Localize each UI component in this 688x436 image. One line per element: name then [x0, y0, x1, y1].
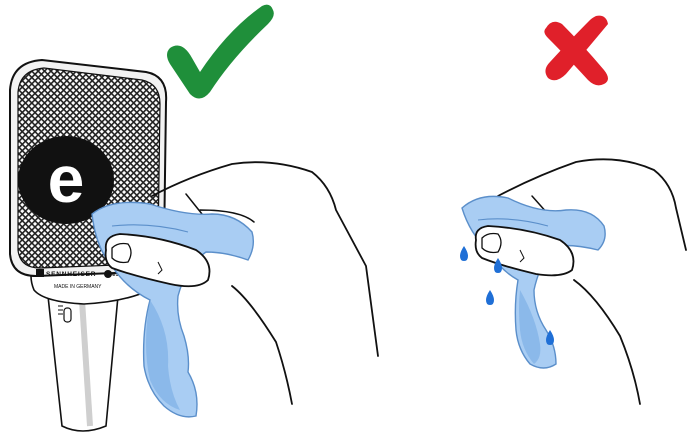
model-badge-icon	[104, 270, 112, 278]
hand-with-wet-cloth	[462, 159, 686, 404]
sennheiser-logo-icon	[36, 269, 44, 277]
e-logo-letter: e	[48, 142, 85, 216]
correct-panel: e SENNHEISER e906 MADE IN GERMANY	[10, 5, 378, 431]
checkmark-icon	[167, 5, 274, 99]
water-drop-icon	[460, 246, 468, 261]
brand-label: SENNHEISER	[46, 271, 96, 278]
water-drop-icon	[486, 290, 494, 305]
cross-icon	[544, 16, 608, 86]
incorrect-panel	[460, 16, 686, 404]
origin-label: MADE IN GERMANY	[54, 284, 102, 290]
